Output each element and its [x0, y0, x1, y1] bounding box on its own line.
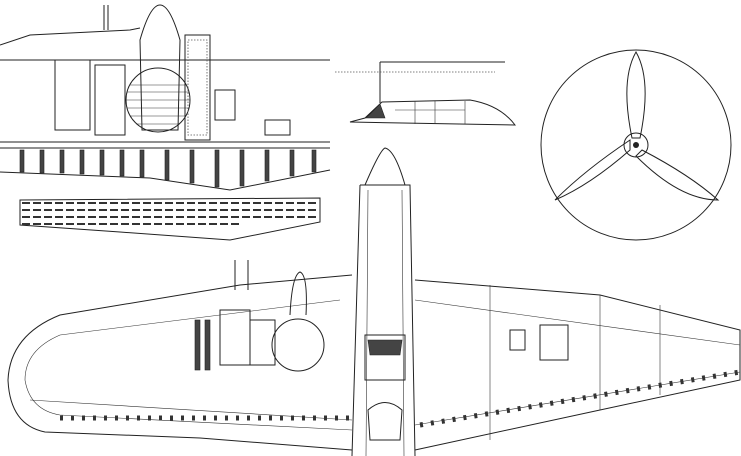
canopy-side-view [335, 61, 517, 126]
cockpit [364, 334, 406, 381]
wing-rib-row [19, 149, 317, 188]
wing-section-detail [0, 4, 331, 191]
fuselage [351, 184, 416, 456]
nose-spinner [364, 147, 406, 186]
wheel-well-left [271, 318, 325, 372]
circle-hatch [126, 84, 190, 125]
wing-panel-strip [19, 197, 321, 241]
propeller-front-view [540, 49, 732, 241]
right-wing [414, 279, 741, 451]
aircraft-top-view [7, 147, 741, 456]
left-wing [7, 274, 353, 451]
trailing-edge-ribs [60, 369, 741, 428]
